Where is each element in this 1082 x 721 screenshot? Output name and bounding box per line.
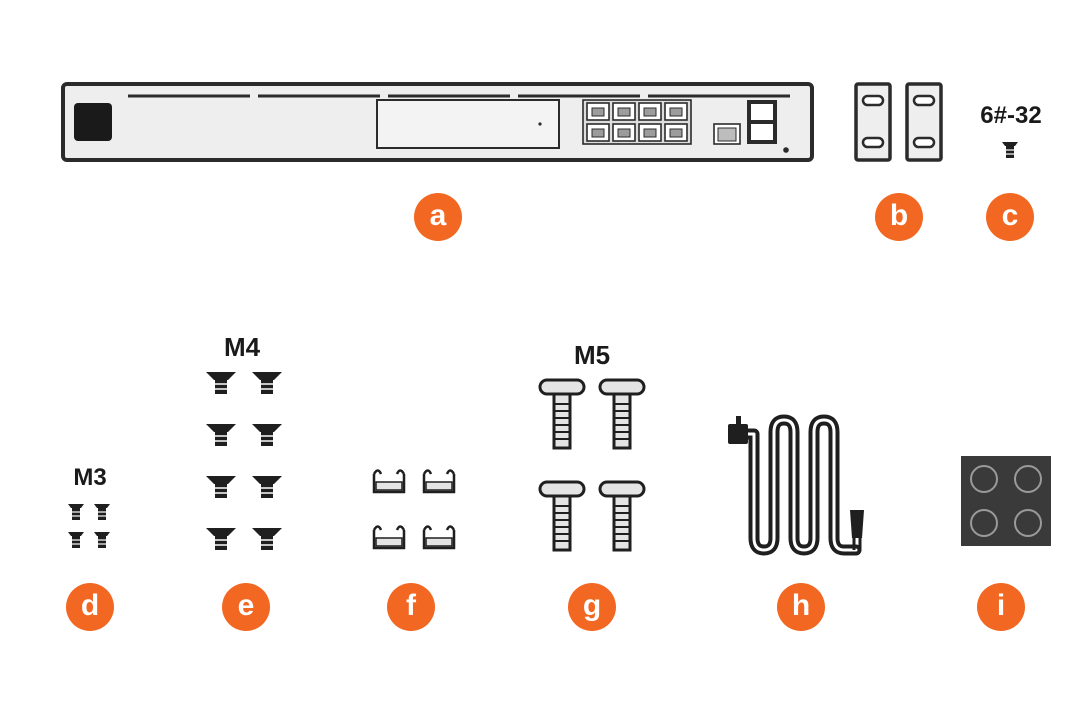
badge-g: g (568, 583, 616, 631)
rack-bracket-icon (854, 82, 943, 162)
size-label-6-32: 6#-32 (980, 102, 1042, 129)
rj45-port-socket (643, 107, 657, 117)
badge-d: d (66, 583, 114, 631)
rj45-port-socket (617, 128, 631, 138)
badge-h: h (777, 583, 825, 631)
size-label-m3: M3 (73, 464, 107, 491)
rj45-port-socket (591, 128, 605, 138)
size-label-m5: M5 (573, 340, 611, 370)
rj45-port-socket (669, 128, 683, 138)
screw-icon (67, 503, 111, 549)
countersunk-screw-icon (205, 371, 283, 551)
rubber-feet-icon (961, 456, 1051, 546)
clip-icon (372, 469, 456, 550)
rack-switch-icon (61, 82, 814, 162)
ethernet-ports (582, 99, 692, 145)
badge-b: b (875, 193, 923, 241)
badge-a: a (414, 193, 462, 241)
badge-e: e (222, 583, 270, 631)
badge-f: f (387, 583, 435, 631)
rj45-port-socket (591, 107, 605, 117)
rj45-port-socket (643, 128, 657, 138)
badge-c: c (986, 193, 1034, 241)
rj45-port-socket (669, 107, 683, 117)
screw-icon (1001, 141, 1019, 159)
size-label-m4: M4 (223, 332, 261, 362)
pan-head-bolt-icon (538, 378, 646, 552)
power-cord-icon (728, 414, 864, 556)
badge-i: i (977, 583, 1025, 631)
rj45-port-socket (617, 107, 631, 117)
